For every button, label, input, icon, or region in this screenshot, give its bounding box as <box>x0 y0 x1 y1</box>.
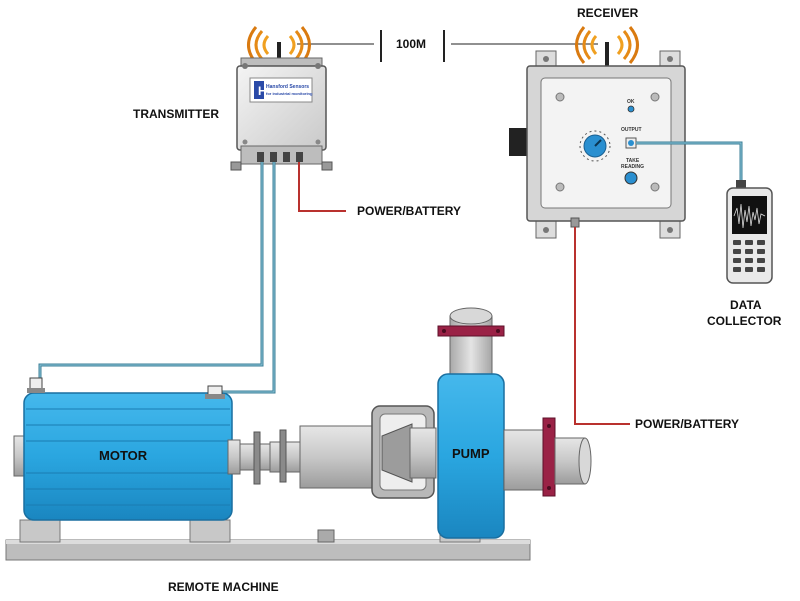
transmitter-label: TRANSMITTER <box>133 107 219 121</box>
distance-label: 100M <box>396 37 427 51</box>
receiver-label: RECEIVER <box>577 6 639 20</box>
data-collector-device <box>726 180 773 284</box>
motor <box>13 392 241 521</box>
transmitter-box: H <box>230 57 333 171</box>
svg-text:H: H <box>258 84 267 98</box>
ok-indicator-label: OK <box>627 99 635 105</box>
power-cable-receiver <box>574 227 630 425</box>
pump-label: PUMP <box>452 446 490 461</box>
vibration-sensor-2 <box>205 385 225 399</box>
vibration-sensor-1 <box>27 377 45 393</box>
remote-machine-label: REMOTE MACHINE <box>168 580 279 594</box>
receiver-box <box>509 50 686 239</box>
motor-label: MOTOR <box>99 448 148 463</box>
take-reading-label-line1: TAKE <box>626 158 640 164</box>
power-cable-transmitter <box>298 162 346 212</box>
distance-line <box>297 30 598 62</box>
data-collector-label-line1: DATA <box>730 298 762 312</box>
take-reading-label-line2: READING <box>621 164 645 170</box>
power-battery-receiver-label: POWER/BATTERY <box>635 417 739 431</box>
brand-tagline: for industrial monitoring <box>266 91 313 96</box>
antenna-signal-icon <box>575 26 639 66</box>
data-collector-label-line2: COLLECTOR <box>707 314 782 328</box>
sensor-cable-1 <box>38 162 264 380</box>
power-battery-transmitter-label: POWER/BATTERY <box>357 204 461 218</box>
brand-name: Hansford Sensors <box>266 84 310 90</box>
sensor-cable-2 <box>222 162 276 394</box>
output-cable <box>636 141 743 186</box>
output-port-label: OUTPUT <box>621 127 642 133</box>
pump <box>437 307 592 539</box>
pump-adapter <box>371 405 437 499</box>
coupling <box>239 425 373 489</box>
